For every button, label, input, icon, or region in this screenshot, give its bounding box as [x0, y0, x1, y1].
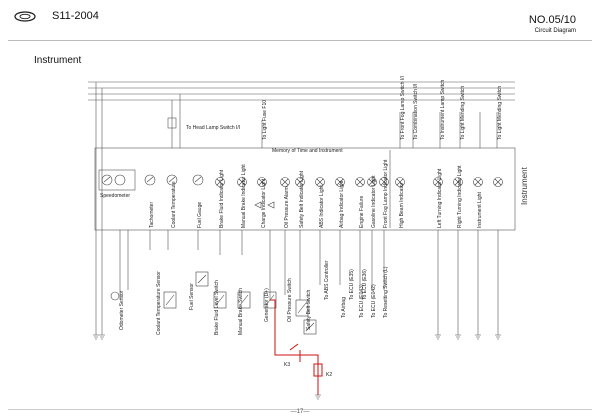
top-label-5: To Light Mending Switch	[460, 86, 466, 140]
indicator-label-6: Charge Indicator Light	[261, 178, 267, 228]
top-label-4: To Instrument Lamp Switch	[440, 79, 446, 140]
section-title: Instrument	[34, 55, 82, 66]
indicator-lamp-3	[280, 177, 290, 187]
sensor-label-1: Coolant Temperature Sensor	[156, 271, 162, 335]
indicator-label-9: ABS Indicator Light	[319, 185, 325, 228]
sensor-label-0: Odometer Sensor	[119, 290, 125, 330]
indicator-lamp-1	[237, 177, 247, 187]
sensor-box-5	[295, 299, 309, 317]
diagram-number: NO.05/10	[528, 14, 576, 26]
destination-label-0: To Airbag	[341, 297, 347, 318]
indicator-lamp-12	[453, 177, 463, 187]
indicator-label-17: Instrument Light	[477, 192, 483, 228]
destination-label-4: To ABS Controller	[324, 260, 330, 300]
label-head-lamp-switch: To Head Lamp Switch I/I	[186, 125, 240, 131]
indicator-lamp-2	[257, 177, 267, 187]
indicator-lamp-14	[493, 177, 503, 187]
indicator-lamp-10	[395, 177, 405, 187]
sensor-box-6	[303, 319, 317, 335]
label-speedometer: Speedometer	[100, 193, 130, 199]
sensor-label-5: Generator (D+)	[264, 288, 270, 322]
label-k2: K2	[326, 372, 332, 378]
sensor-box-1	[195, 271, 209, 287]
indicator-label-12: Gasoline Indicator Light	[371, 175, 377, 228]
indicator-label-3: Fuel Gauge	[197, 202, 203, 228]
destination-label-5: To ECU (E35)	[349, 269, 355, 300]
indicator-lamp-5	[315, 177, 325, 187]
destination-label-6: To ECU (E36)	[362, 269, 368, 300]
top-label-2: To Front Fog Lamp Switch I/I	[400, 76, 406, 140]
sensor-label-3: Brake Fluid Level Switch	[214, 280, 220, 335]
gauge-0	[101, 174, 113, 186]
indicator-label-5: Manual Brake Indicator Light	[241, 164, 247, 228]
destination-label-1: To ECU (E043)	[359, 284, 365, 318]
gauge-3	[192, 174, 204, 186]
indicator-lamp-7	[355, 177, 365, 187]
header-divider	[8, 40, 592, 41]
indicator-label-8: Safety Belt Indicator Light	[299, 170, 305, 228]
highlighted-circuit	[270, 299, 323, 395]
indicator-lamp-6	[335, 177, 345, 187]
indicator-label-15: Left Turning Indicator Light	[437, 168, 443, 228]
sensor-box-2	[213, 291, 227, 309]
indicator-lamp-13	[473, 177, 483, 187]
indicator-lamp-11	[433, 177, 443, 187]
indicator-label-7: Oil Pressure Alarm	[284, 186, 290, 228]
indicator-label-14: High Beam Indicator	[399, 182, 405, 228]
top-label-5: To Light Mending Switch	[497, 86, 503, 140]
brand-logo-icon	[14, 11, 36, 22]
indicator-lamp-8	[367, 177, 377, 187]
indicator-label-1: Tachometer	[149, 202, 155, 228]
sensor-label-4: Manual Brake Switch	[238, 288, 244, 335]
gauge-2	[166, 174, 178, 186]
footer-rule	[8, 409, 592, 410]
gauge-1	[144, 174, 156, 186]
destination-label-2: To ECU (E042)	[371, 284, 377, 318]
page-header: S11-2004 NO.05/10 Circuit Diagram	[0, 0, 600, 40]
ground-symbols	[93, 334, 501, 340]
indicator-label-10: Airbag Indicator Light	[339, 180, 345, 228]
indicator-label-4: Brake Fluid Indicator Light	[219, 169, 225, 228]
indicator-label-11: Engine Failure	[359, 196, 365, 228]
sensor-label-2: Fuel Sensor	[189, 283, 195, 310]
page-number: —17—	[290, 409, 310, 415]
indicator-label-2: Coolant Temperature	[171, 181, 177, 228]
indicator-lamp-0	[215, 177, 225, 187]
instrument-box-label: Instrument	[520, 166, 529, 205]
diagram-type: Circuit Diagram	[534, 28, 576, 34]
sensor-box-0	[163, 291, 177, 309]
indicator-label-13: Front Fog Lamp Indicator Light	[383, 159, 389, 228]
top-label-3: To Combination Switch I/I	[413, 84, 419, 140]
sensor-box-3	[237, 291, 251, 309]
destination-label-3: To Resetting Switch (L)	[383, 266, 389, 318]
top-label-1: To Light Fuse F10	[262, 100, 268, 140]
indicator-label-16: Right Turning Indicator Light	[457, 165, 463, 228]
indicator-lamp-4	[295, 177, 305, 187]
label-memory: Memory of Time and Instrument	[272, 148, 343, 154]
indicator-lamp-9	[379, 177, 389, 187]
sensor-label-6: Oil Pressure Switch	[287, 278, 293, 322]
label-k3: K3	[284, 362, 290, 368]
model-code: S11-2004	[52, 10, 99, 22]
sensor-label-7: Safety Belt Switch	[306, 289, 312, 330]
